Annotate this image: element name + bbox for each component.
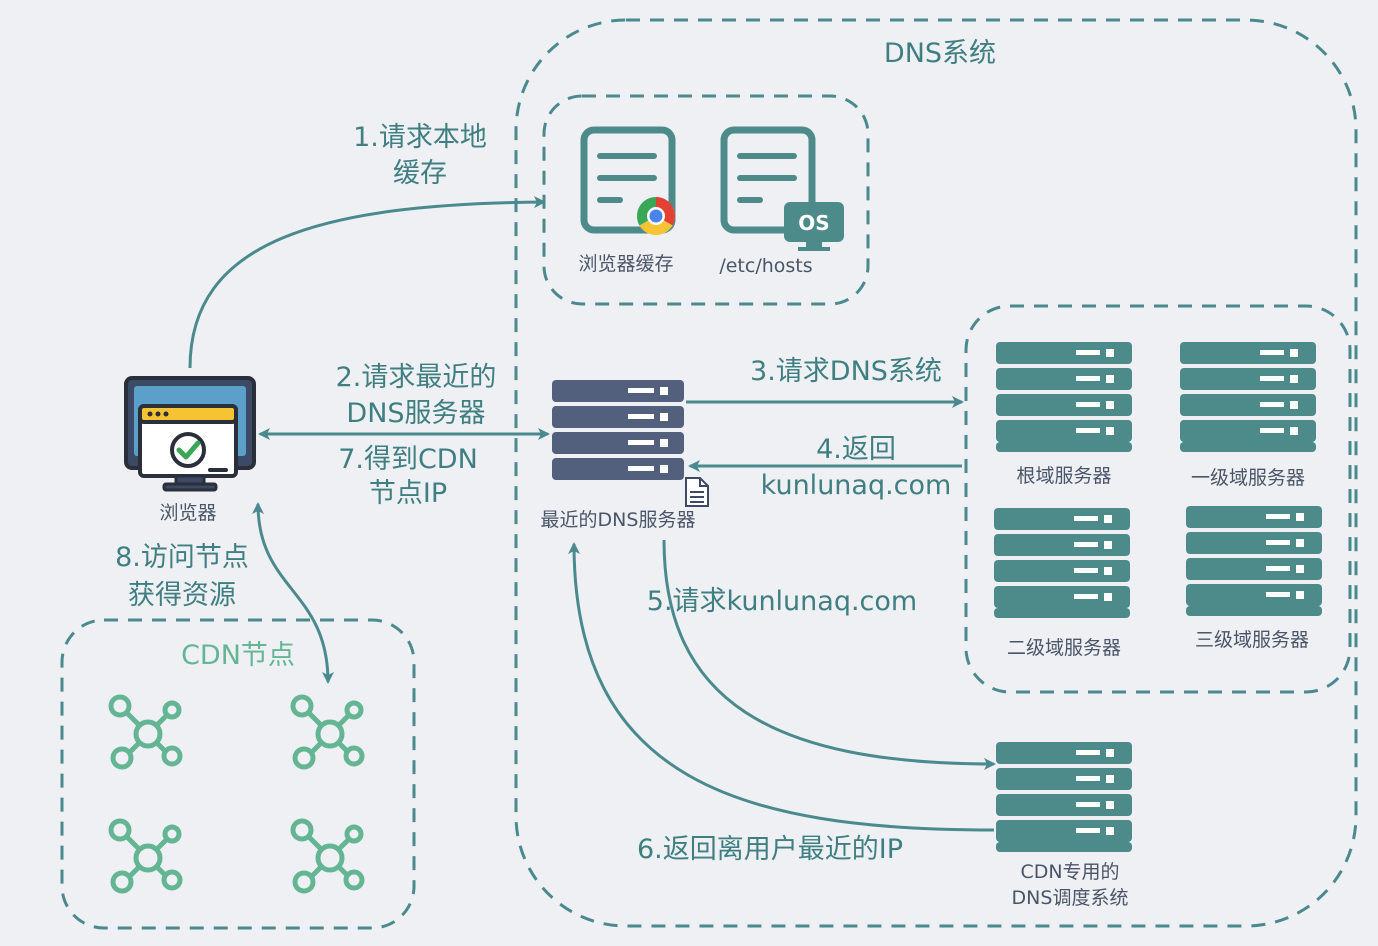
- cdn-node-icon: [111, 821, 180, 891]
- step7-label-line1: 7.得到CDN: [338, 444, 478, 475]
- step4-label-line1: 4.返回: [816, 434, 896, 465]
- cdn-node-icon: [293, 821, 362, 891]
- second-level-server-label: 二级域服务器: [1007, 637, 1121, 659]
- step2-label-line2: DNS服务器: [346, 398, 485, 429]
- cdn-dns-label-line1: CDN专用的: [1020, 861, 1119, 883]
- dns-system-title: DNS系统: [884, 38, 996, 69]
- second-level-server-icon: [994, 508, 1130, 618]
- cdn-node-icon: [111, 697, 180, 767]
- hosts-file-label: /etc/hosts: [719, 255, 812, 277]
- browser-icon: [124, 376, 256, 492]
- step1-label-line1: 1.请求本地: [353, 122, 487, 153]
- third-level-server-label: 三级域服务器: [1195, 629, 1309, 651]
- arrow-step1: [188, 196, 546, 369]
- cdn-nodes-group: [60, 618, 416, 930]
- cdn-nodes-title: CDN节点: [181, 640, 295, 671]
- step7-label-line2: 节点IP: [369, 478, 447, 509]
- step2-label-line1: 2.请求最近的: [336, 362, 497, 393]
- third-level-server-icon: [1186, 506, 1322, 616]
- step6-label: 6.返回离用户最近的IP: [637, 834, 903, 865]
- browser-cache-label: 浏览器缓存: [578, 253, 673, 275]
- browser-label: 浏览器: [159, 502, 216, 524]
- step5-label: 5.请求kunlunaq.com: [647, 586, 917, 617]
- step8-label-line1: 8.访问节点: [115, 542, 249, 573]
- cdn-node-icon: [293, 697, 362, 767]
- browser-cache-icon: [584, 130, 675, 236]
- step4-label-line2: kunlunaq.com: [761, 470, 952, 501]
- nearest-dns-server-icon: [552, 380, 684, 480]
- root-server-icon: [996, 342, 1132, 452]
- authoritative-servers-group: [964, 304, 1352, 694]
- tld-server-icon: [1180, 342, 1316, 452]
- step3-label: 3.请求DNS系统: [750, 356, 942, 387]
- root-server-label: 根域服务器: [1016, 465, 1111, 487]
- arrow-step8: [252, 502, 334, 684]
- cdn-dns-scheduler-icon: [996, 742, 1132, 852]
- step1-label-line2: 缓存: [393, 158, 447, 189]
- cdn-dns-label-line2: DNS调度系统: [1012, 887, 1129, 909]
- arrow-step6: [568, 542, 995, 832]
- dns-system-boundary: [514, 18, 1358, 928]
- tld-server-label: 一级域服务器: [1191, 467, 1305, 489]
- nearest-dns-server-label: 最近的DNS服务器: [541, 509, 696, 531]
- hosts-file-icon: OS: [724, 130, 844, 251]
- os-badge-text: OS: [798, 211, 829, 235]
- arrow-step5: [662, 539, 996, 770]
- step8-label-line2: 获得资源: [128, 580, 236, 611]
- zone-file-icon: [685, 477, 709, 507]
